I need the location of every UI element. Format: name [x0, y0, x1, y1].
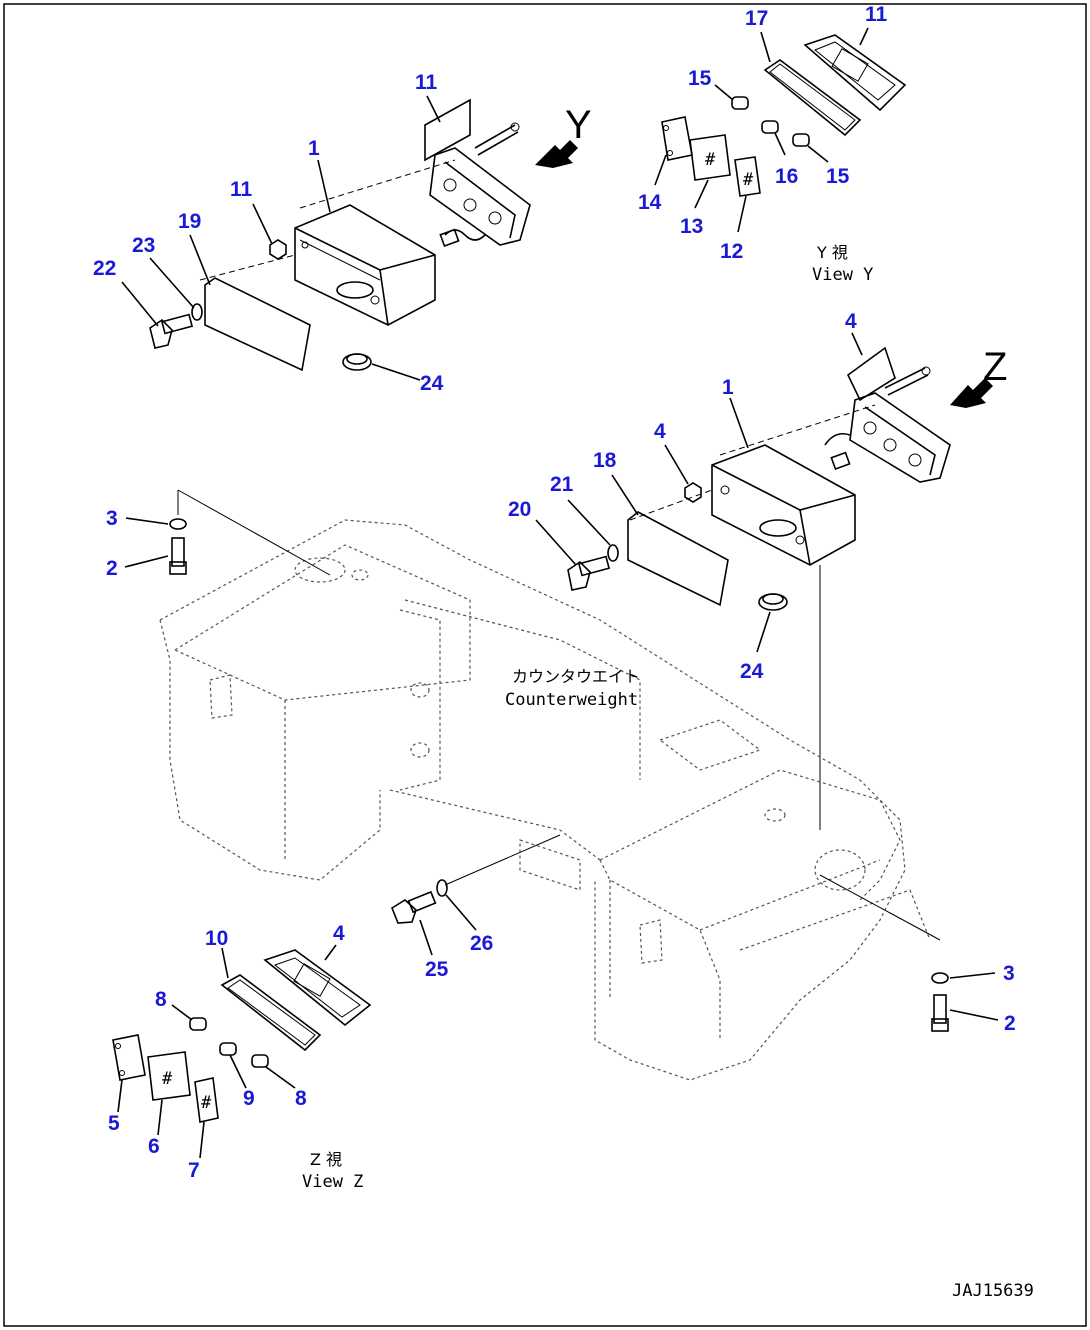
- callout: 3: [1003, 962, 1015, 985]
- callout: 19: [178, 210, 201, 233]
- view-y-letter: Y: [565, 103, 592, 147]
- bolt-set-left: [169, 518, 187, 575]
- view-y-en-label: View Y: [812, 265, 873, 285]
- view-z-en-label: View Z: [302, 1172, 363, 1192]
- callout: 11: [230, 178, 253, 201]
- leader-lines: [121, 95, 999, 1021]
- callout: 12: [720, 240, 743, 263]
- view-y-assembly: # # Y 視 View Y: [654, 27, 907, 285]
- callout: 11: [865, 3, 888, 26]
- callout: 4: [654, 420, 666, 443]
- svg-text:#: #: [705, 150, 716, 170]
- callout-numbers: 11 1 11 19 23 22 24 17 11 15 16 15 14 13…: [93, 3, 1016, 1182]
- callout: 21: [550, 473, 574, 496]
- counterweight-jp-label: カウンタウエイト: [512, 667, 640, 686]
- view-y-arrow: Y: [535, 103, 592, 168]
- callout: 13: [680, 215, 703, 238]
- callout: 18: [593, 449, 617, 472]
- callout: 8: [155, 988, 167, 1011]
- callout: 15: [688, 67, 712, 90]
- callout: 15: [826, 165, 850, 188]
- lamp-assembly-upper-left: [149, 98, 531, 372]
- callout: 1: [722, 376, 734, 399]
- callout: 1: [308, 137, 320, 160]
- callout: 2: [1004, 1012, 1016, 1035]
- callout: 24: [420, 372, 444, 395]
- view-z-letter: Z: [983, 345, 1007, 389]
- callout: 2: [106, 557, 118, 580]
- callout: 8: [295, 1087, 307, 1110]
- callout: 4: [333, 922, 345, 945]
- view-z-arrow: Z: [950, 345, 1007, 408]
- callout: 26: [470, 932, 493, 955]
- drawing-id: JAJ15639: [952, 1281, 1034, 1301]
- callout: 25: [425, 958, 449, 981]
- lamp-assembly-right: [567, 346, 951, 830]
- svg-text:#: #: [201, 1093, 212, 1113]
- callout: 14: [638, 191, 662, 214]
- view-z-jp-label: Z 視: [310, 1150, 342, 1169]
- callout: 9: [243, 1087, 255, 1110]
- callout: 3: [106, 507, 118, 530]
- callout: 24: [740, 660, 764, 683]
- view-z-assembly: # # Z 視 View Z: [112, 944, 372, 1192]
- callout: 23: [132, 234, 155, 257]
- callout: 10: [205, 927, 228, 950]
- diagram-frame: [3, 3, 1087, 1327]
- callout: 22: [93, 257, 116, 280]
- callout: 11: [415, 71, 438, 94]
- bolt-set-right: [931, 972, 949, 1032]
- view-y-jp-label: Y 視: [816, 243, 848, 262]
- machine-body: カウンタウエイト Counterweight: [159, 489, 941, 1081]
- callout: 5: [108, 1112, 120, 1135]
- counterweight-en-label: Counterweight: [505, 690, 638, 710]
- callout: 16: [775, 165, 798, 188]
- callout: 6: [148, 1135, 160, 1158]
- callout: 20: [508, 498, 531, 521]
- svg-text:#: #: [743, 170, 754, 190]
- svg-text:#: #: [162, 1069, 173, 1089]
- bolt-25-washer-26: [391, 834, 561, 924]
- callout: 7: [188, 1159, 200, 1182]
- callout: 4: [845, 310, 857, 333]
- callout: 17: [745, 7, 768, 30]
